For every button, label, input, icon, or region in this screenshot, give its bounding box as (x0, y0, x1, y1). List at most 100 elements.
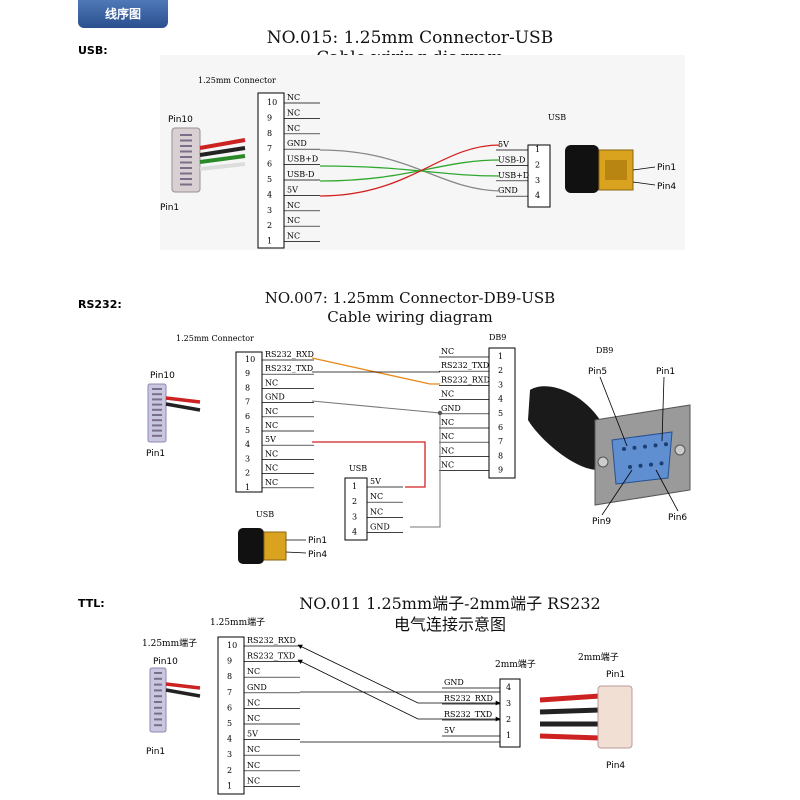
pin-number: 2 (267, 221, 272, 230)
pin-number: 4 (498, 395, 503, 404)
pin-signal-label: NC (265, 478, 278, 487)
pin-number: 10 (267, 98, 277, 107)
ttl-left-photo (149, 667, 201, 733)
pin-number: 9 (245, 369, 250, 378)
pin-number: 2 (227, 766, 232, 775)
rs232-title: NO.007: 1.25mm Connector-DB9-USB Cable w… (230, 289, 590, 327)
pin-number: 5 (267, 175, 272, 184)
rs232-pin10-label: Pin10 (150, 371, 175, 381)
pin-number: 7 (227, 688, 232, 697)
db9-pin5-label: Pin5 (588, 367, 607, 377)
pin-number: 7 (267, 144, 272, 153)
pin-signal-label: NC (287, 232, 300, 241)
pin-signal-label: 5V (247, 730, 258, 739)
pin-number: 8 (227, 672, 232, 681)
db9-pins: 1NC2RS232_TXD3RS232_RXD4NC5GND6NC7NC8NC9… (439, 347, 503, 475)
usb-pin1-label: Pin1 (160, 203, 179, 213)
pin-signal-label: NC (247, 745, 260, 754)
pin-signal-label: RS232_TXD (444, 710, 492, 719)
pin-number: 10 (245, 355, 255, 364)
pin-signal-label: USB+D (287, 155, 318, 164)
pin-number: 8 (245, 383, 250, 392)
pin-number: 2 (245, 469, 250, 478)
pin-signal-label: NC (287, 216, 300, 225)
ttl-connector-pins: 10RS232_RXD9RS232_TXD8NC7GND6NC5NC45V3NC… (227, 636, 300, 790)
usb-pin10-label: Pin10 (168, 115, 193, 125)
pin-signal-label: RS232_RXD (265, 350, 314, 359)
ttl-section-label: TTL: (78, 597, 105, 610)
usb-connector-title: 1.25mm Connector (198, 76, 276, 85)
pin-number: 7 (245, 398, 250, 407)
pin-number: 3 (227, 750, 232, 759)
pin-signal-label: USB-D (287, 170, 314, 179)
pin-signal-label: NC (441, 432, 454, 441)
db9-pin9-label: Pin9 (592, 517, 611, 527)
pin-signal-label: NC (287, 124, 300, 133)
pin-signal-label: 5V (444, 726, 455, 735)
pin-signal-label: NC (441, 461, 454, 470)
pin-number: 9 (498, 466, 503, 475)
pin-number: 1 (352, 482, 357, 491)
pin-signal-label: NC (370, 492, 383, 501)
ttl-title-line1: NO.011 1.25mm端子-2mm端子 RS232 (299, 594, 601, 613)
pin-number: 8 (267, 129, 272, 138)
pin-number: 1 (506, 731, 511, 740)
rs232-section-label: RS232: (78, 298, 122, 311)
usb-section-label: USB: (78, 44, 108, 57)
ttl-connector-title: 1.25mm端子 (210, 616, 265, 628)
usb-side-box (527, 144, 551, 208)
pin-number: 2 (352, 497, 357, 506)
wire-rxd (311, 357, 440, 385)
pin-signal-label: GND (247, 683, 267, 692)
pin-signal-label: RS232_TXD (247, 652, 295, 661)
pin-number: 7 (498, 437, 503, 446)
pin-number: 4 (535, 191, 540, 200)
pin-signal-label: GND (265, 393, 285, 402)
pin-number: 6 (245, 412, 250, 421)
pin-number: 5 (498, 409, 503, 418)
usb-plug-body (565, 145, 599, 193)
pin-signal-label: NC (441, 390, 454, 399)
pin-number: 3 (245, 454, 250, 463)
pin-number: 4 (227, 735, 232, 744)
pin-signal-label: GND (370, 523, 390, 532)
pin-signal-label: USB-D (498, 155, 525, 164)
pin-signal-label: USB+D (498, 171, 529, 180)
rs232-usb-pin1-label: Pin1 (308, 536, 327, 546)
pin-number: 5 (227, 719, 232, 728)
pin-number: 9 (227, 657, 232, 666)
pin-number: 3 (535, 176, 540, 185)
pin-number: 6 (498, 423, 503, 432)
ttl-right-pin1-label: Pin1 (606, 670, 625, 680)
ttl-right-pin4-label: Pin4 (606, 761, 625, 771)
ttl-title-line2: 电气连接示意图 (393, 615, 506, 634)
ttl-right-photo-title: 2mm端子 (578, 651, 619, 663)
usb-plug-photo (565, 145, 634, 193)
pin-number: 1 (245, 483, 250, 492)
usb-plug-pin4-label: Pin4 (657, 182, 676, 192)
rs232-usb-title: USB (349, 464, 367, 473)
pin-number: 9 (267, 113, 272, 122)
pin-signal-label: NC (441, 446, 454, 455)
wire-gnd-rs232 (311, 400, 441, 528)
pin-signal-label: NC (247, 761, 260, 770)
usb-cross-wires (319, 144, 501, 197)
pin-signal-label: NC (265, 449, 278, 458)
pin-number: 1 (267, 237, 272, 246)
pin-number: 6 (267, 160, 272, 169)
pin-signal-label: GND (287, 139, 307, 148)
rs232-usb-pin4-label: Pin4 (308, 550, 327, 560)
pin-signal-label: NC (287, 108, 300, 117)
ttl-connector-box (217, 636, 245, 795)
pin-signal-label: NC (287, 93, 300, 102)
ttl-right-title: 2mm端子 (495, 658, 536, 670)
pin-signal-label: 5V (498, 140, 509, 149)
connector-housing (171, 127, 201, 193)
pin-number: 3 (267, 206, 272, 215)
usb-side-title: USB (548, 113, 566, 122)
pin-number: 1 (535, 145, 540, 154)
